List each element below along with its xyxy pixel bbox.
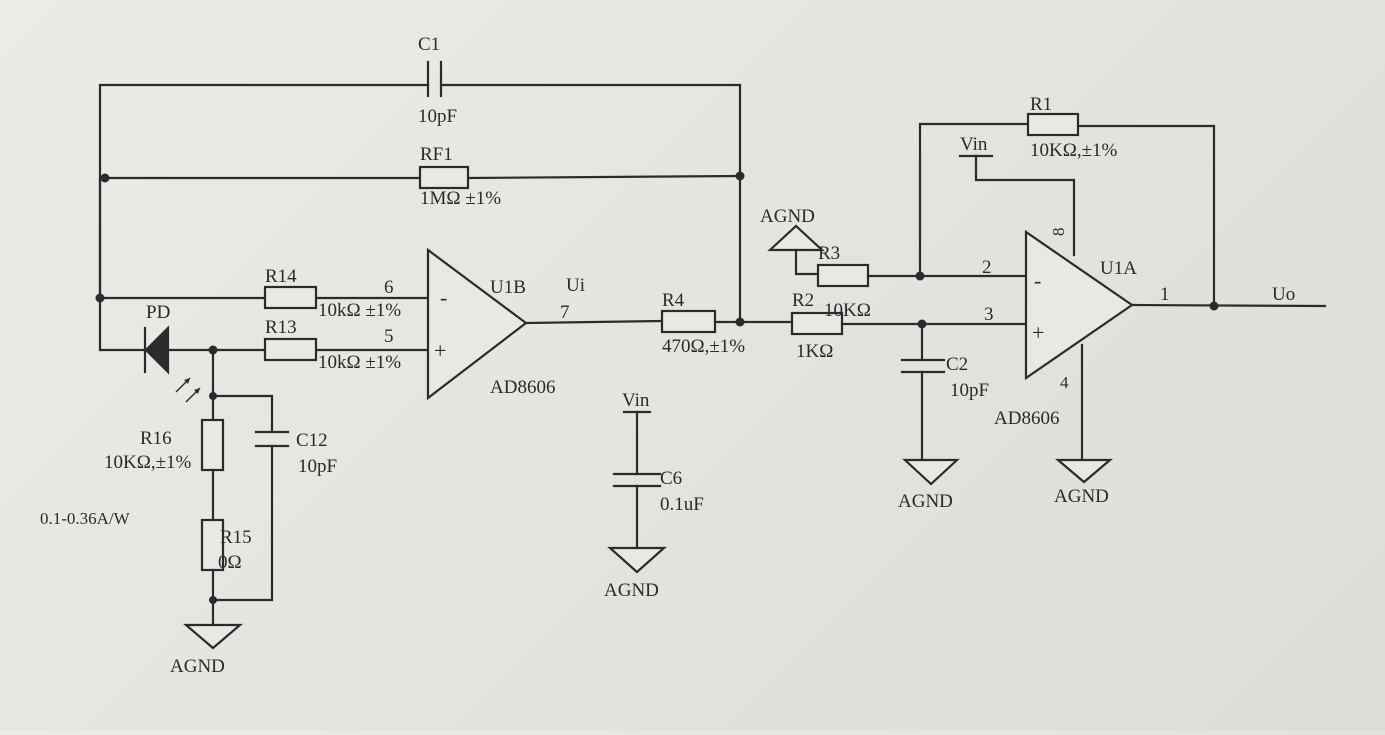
u1a-pin3: 3 [984, 304, 994, 325]
r1-ref: R1 [1030, 94, 1052, 115]
u1a-plus: + [1032, 320, 1044, 345]
ground-symbol-3: AGND [898, 458, 960, 512]
r15-value: 0Ω [218, 552, 242, 573]
u1a-pin2: 2 [982, 257, 992, 278]
u1a-ref: U1A [1100, 258, 1137, 279]
u1a-vin: Vin [960, 134, 988, 155]
r14-ref: R14 [265, 266, 297, 287]
r4-value: 470Ω,±1% [662, 336, 745, 357]
u1b-ref: U1B [490, 277, 526, 298]
r2-value: 1KΩ [796, 341, 833, 362]
c2-ref: C2 [946, 354, 968, 375]
r16-r15-c12-branch: R16 10KΩ,±1% C12 10pF R15 0Ω 0.1-0.36A/W [40, 348, 337, 627]
r14-value: 10kΩ ±1% [318, 300, 401, 321]
c6-vin: Vin [622, 390, 650, 411]
c2-capacitor: C2 10pF [900, 322, 989, 462]
c12-ref: C12 [296, 430, 328, 451]
c1-ref: C1 [418, 34, 440, 55]
agnd-label-1: AGND [170, 656, 225, 677]
ui-label: Ui [566, 275, 585, 296]
u1a-minus: - [1034, 268, 1041, 293]
r4-resistor: R4 470Ω,±1% [524, 290, 794, 357]
photodiode: PD [98, 176, 267, 403]
u1a-pin8: 8 [1049, 228, 1068, 237]
u1b-plus: + [434, 338, 446, 363]
agnd-label-5: AGND [1054, 486, 1109, 507]
r3-ref: R3 [818, 243, 840, 264]
rf1-ref: RF1 [420, 144, 453, 165]
c6-ref: C6 [660, 468, 682, 489]
c6-capacitor: Vin C6 0.1uF [612, 390, 704, 550]
agnd-label-3: AGND [898, 491, 953, 512]
u1a-opamp: - + U1A AD8606 4 [994, 229, 1137, 462]
r3-resistor: AGND R3 10KΩ 2 [760, 206, 1028, 321]
ground-symbol-2: AGND [604, 546, 667, 601]
c2-value: 10pF [950, 380, 989, 401]
u1b-pin7: 7 [560, 302, 570, 323]
r13-resistor: R13 10kΩ ±1% 5 [263, 317, 428, 373]
ground-symbol-1: AGND [170, 623, 243, 677]
r3-value: 10KΩ [824, 300, 871, 321]
u1b-part: AD8606 [490, 377, 555, 398]
agnd-label-4: AGND [760, 206, 815, 227]
r2-ref: R2 [792, 290, 814, 311]
rf1-value: 1MΩ ±1% [420, 188, 501, 209]
pd-ref: PD [146, 302, 170, 323]
u1a-pin1: 1 [1160, 284, 1170, 305]
r1-value: 10KΩ,±1% [1030, 140, 1118, 161]
uo-label: Uo [1272, 284, 1295, 305]
agnd-label-2: AGND [604, 580, 659, 601]
output-node: 1 Uo [1130, 284, 1327, 311]
u1a-supply: Vin 8 [958, 134, 1076, 257]
u1a-pin4: 4 [1060, 373, 1069, 392]
u1b-opamp: - + U1B AD8606 7 Ui [426, 247, 585, 401]
c6-value: 0.1uF [660, 494, 704, 515]
r2-resistor: R2 1KΩ 3 [790, 290, 1028, 362]
r13-ref: R13 [265, 317, 297, 338]
r15-ref: R15 [220, 527, 252, 548]
light-arrows-icon [175, 377, 201, 403]
pd-responsivity: 0.1-0.36A/W [40, 509, 131, 528]
c1-value: 10pF [418, 106, 457, 127]
r16-value: 10KΩ,±1% [104, 452, 192, 473]
ground-symbol-5: AGND [1054, 458, 1114, 507]
u1b-pin5: 5 [384, 326, 394, 347]
rf1-resistor: RF1 1MΩ ±1% [100, 144, 745, 209]
r1-resistor: R1 10KΩ,±1% [918, 94, 1216, 308]
u1b-pin6: 6 [384, 277, 394, 298]
u1a-part: AD8606 [994, 408, 1059, 429]
r4-ref: R4 [662, 290, 685, 311]
u1b-minus: - [440, 285, 447, 310]
c12-value: 10pF [298, 456, 337, 477]
r16-ref: R16 [140, 428, 172, 449]
r13-value: 10kΩ ±1% [318, 352, 401, 373]
